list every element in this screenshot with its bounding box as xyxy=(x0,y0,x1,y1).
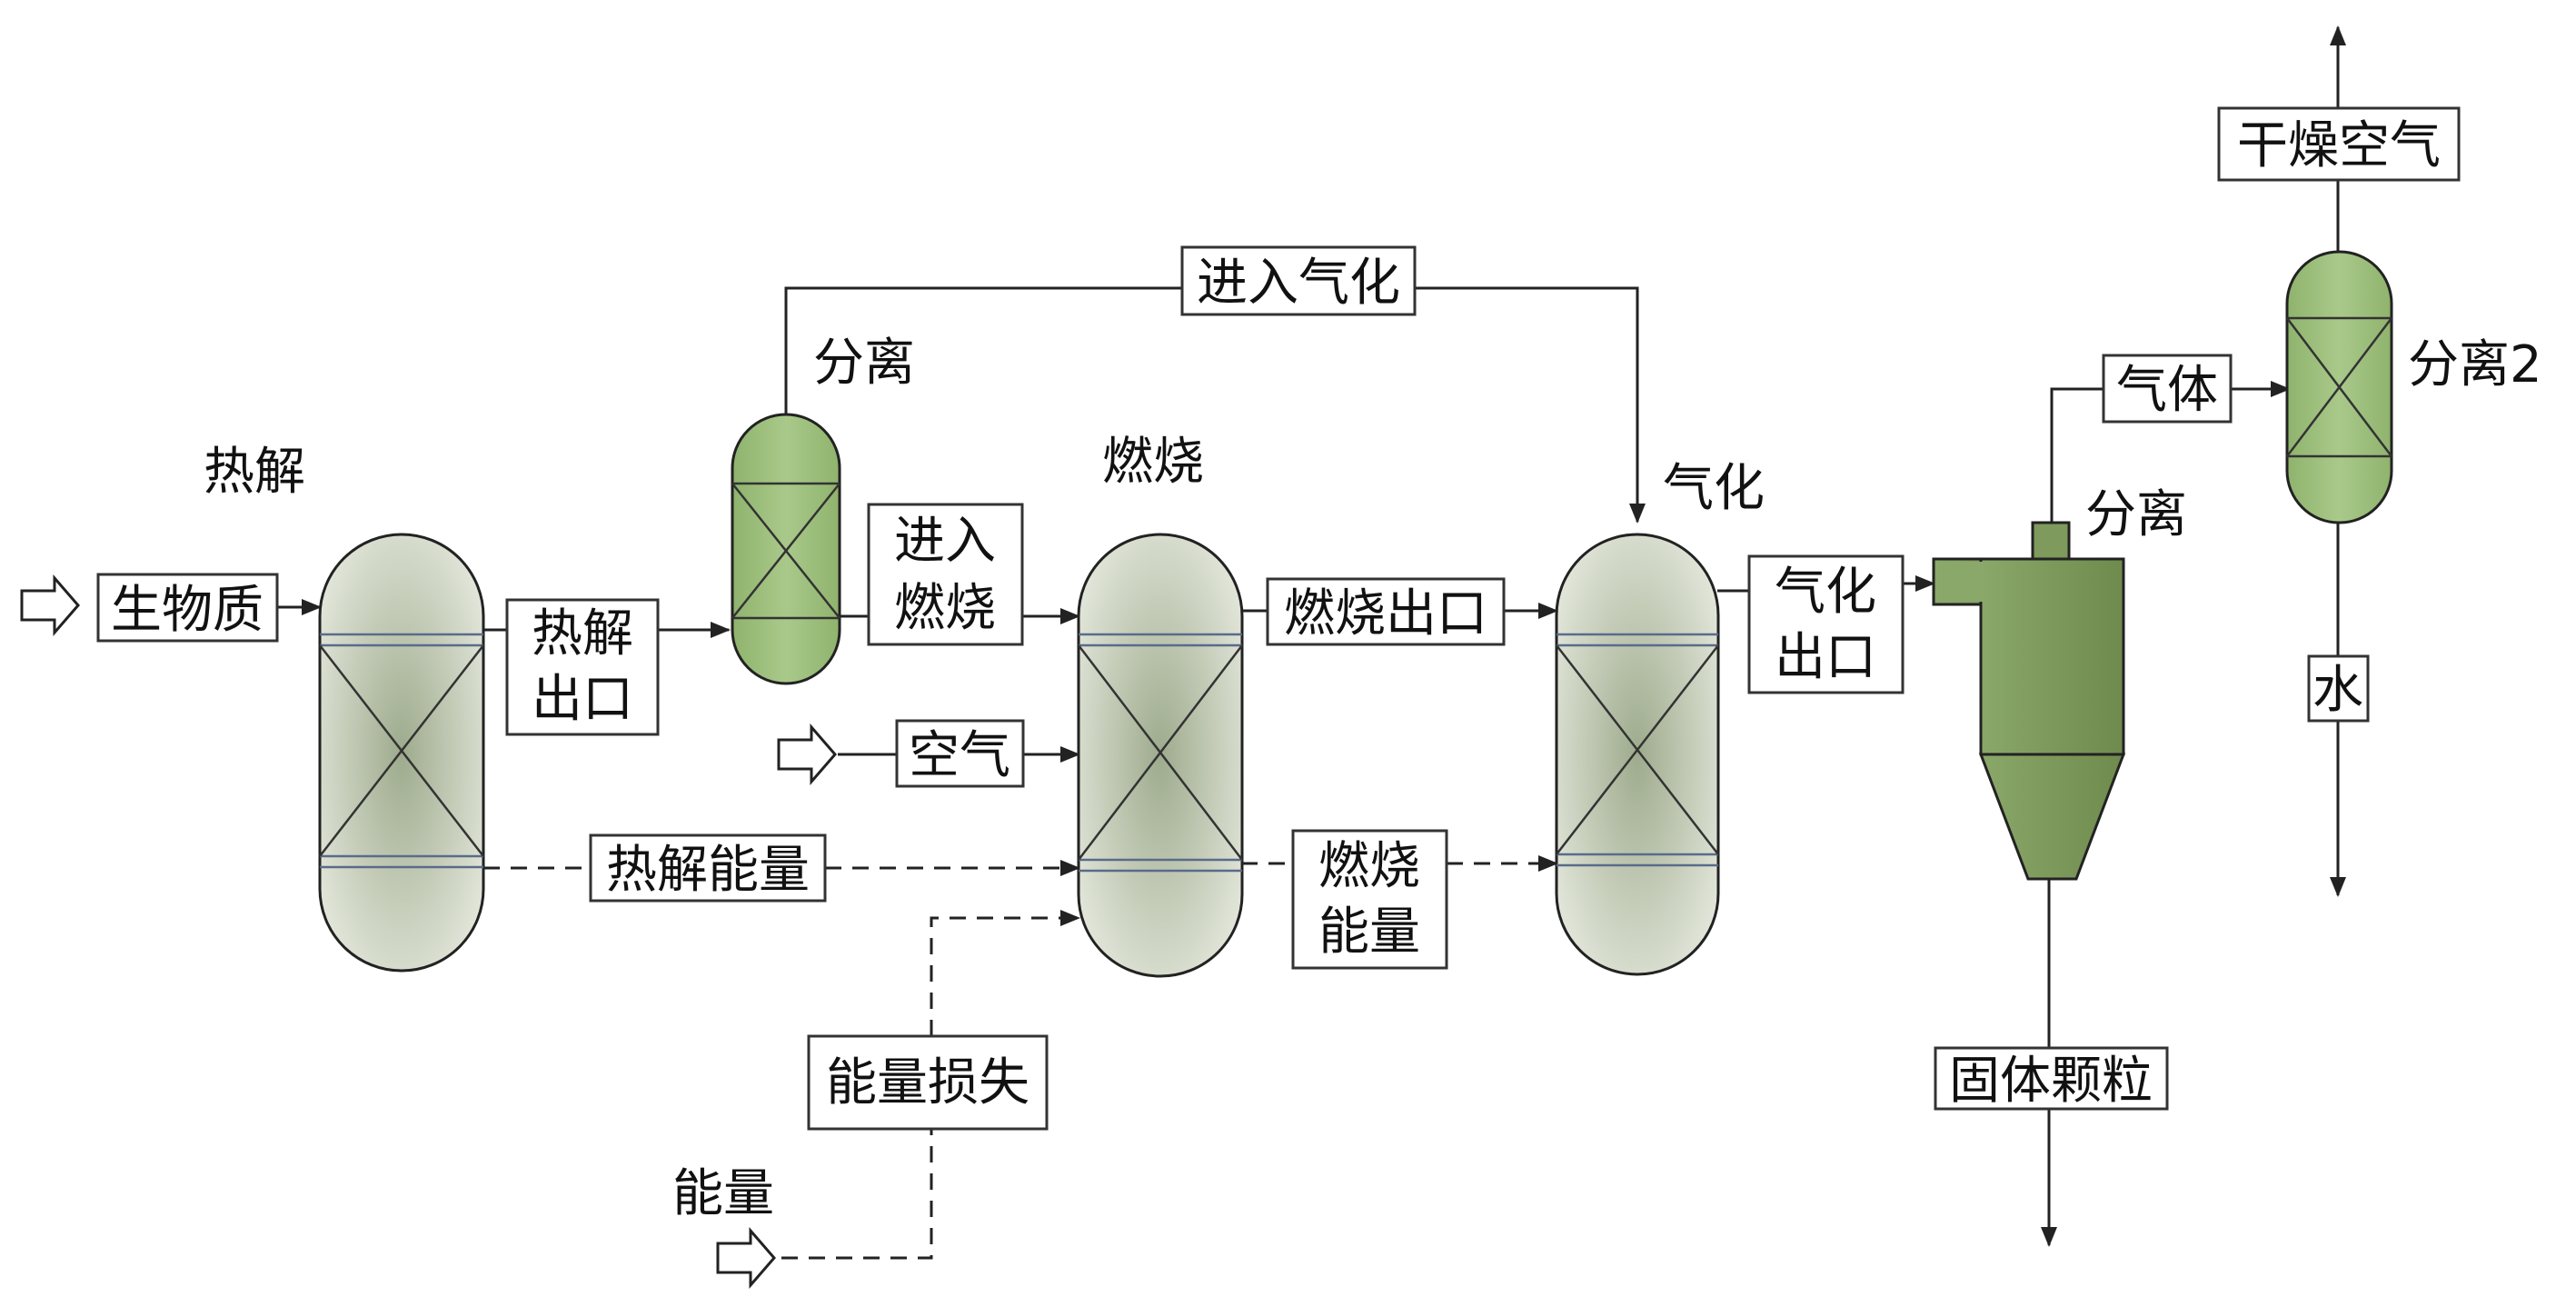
to-combustion-box: 进入 燃烧 xyxy=(867,503,1024,646)
solid-particles-label: 固体颗粒 xyxy=(1949,1052,2153,1111)
biomass-label-box: 生物质 xyxy=(96,573,279,643)
to-gasification-line xyxy=(784,286,1646,524)
gas-line-a xyxy=(2050,387,2104,523)
to-combustion-label-line2: 燃烧 xyxy=(894,579,996,638)
gas-label: 气体 xyxy=(2116,361,2218,420)
dry-air-box: 干燥空气 xyxy=(2217,106,2461,182)
biomass-label: 生物质 xyxy=(111,581,264,640)
separation-unit-label: 分离 xyxy=(813,334,915,393)
to-combustion-label-line1: 进入 xyxy=(894,512,996,571)
separator-vessel xyxy=(731,413,841,685)
separator2-vessel xyxy=(2285,250,2393,524)
combustion-outlet-label: 燃烧出口 xyxy=(1284,584,1487,644)
pyrolysis-reactor xyxy=(318,533,485,973)
air-box: 空气 xyxy=(895,719,1025,788)
water-box: 水 xyxy=(2307,654,2370,723)
combustion-energy-box: 燃烧 能量 xyxy=(1291,829,1448,970)
pyrolysis-energy-box: 热解能量 xyxy=(589,833,827,903)
energy-feed-arrow-icon xyxy=(716,1226,776,1290)
air-label: 空气 xyxy=(909,726,1010,785)
energy-loss-line-b xyxy=(930,910,1080,1036)
gas-box: 气体 xyxy=(2102,354,2233,424)
cyclone-separator xyxy=(1932,521,2126,881)
pyrolysis-outlet-label-line2: 出口 xyxy=(532,670,633,729)
biomass-feed-arrow-icon xyxy=(20,574,80,637)
air-feed-arrow-icon xyxy=(777,723,837,786)
pyrolysis-outlet-box: 热解 出口 xyxy=(505,598,660,736)
to-gasification-label: 进入气化 xyxy=(1197,254,1400,313)
pyrolysis-outlet-label-line1: 热解 xyxy=(532,604,633,663)
energy-loss-box: 能量损失 xyxy=(807,1034,1049,1131)
gasification-reactor xyxy=(1555,533,1720,976)
combustion-outlet-box: 燃烧出口 xyxy=(1266,577,1506,646)
combustion-energy-label-line2: 能量 xyxy=(1318,903,1420,962)
dry-air-label: 干燥空气 xyxy=(2237,116,2441,175)
gasification-unit-label: 气化 xyxy=(1663,459,1765,518)
energy-loss-line-a xyxy=(781,1129,933,1260)
combustion-reactor xyxy=(1077,533,1244,978)
to-gasification-box: 进入气化 xyxy=(1180,245,1417,316)
energy-input-label: 能量 xyxy=(672,1164,774,1223)
energy-loss-label: 能量损失 xyxy=(826,1053,1029,1112)
solid-particles-box: 固体颗粒 xyxy=(1934,1046,2169,1111)
gasification-outlet-label-line2: 出口 xyxy=(1775,628,1876,687)
separation2-unit-label: 分离2 xyxy=(2408,335,2542,394)
water-label: 水 xyxy=(2312,661,2363,720)
gasification-outlet-box: 气化 出口 xyxy=(1747,554,1905,694)
gasification-outlet-label-line1: 气化 xyxy=(1775,563,1876,622)
combustion-unit-label: 燃烧 xyxy=(1102,433,1204,492)
pyrolysis-unit-label: 热解 xyxy=(204,443,305,502)
combustion-energy-label-line1: 燃烧 xyxy=(1318,837,1420,896)
pyrolysis-energy-label: 热解能量 xyxy=(606,841,810,900)
cyclone-separation-label: 分离 xyxy=(2085,485,2187,544)
